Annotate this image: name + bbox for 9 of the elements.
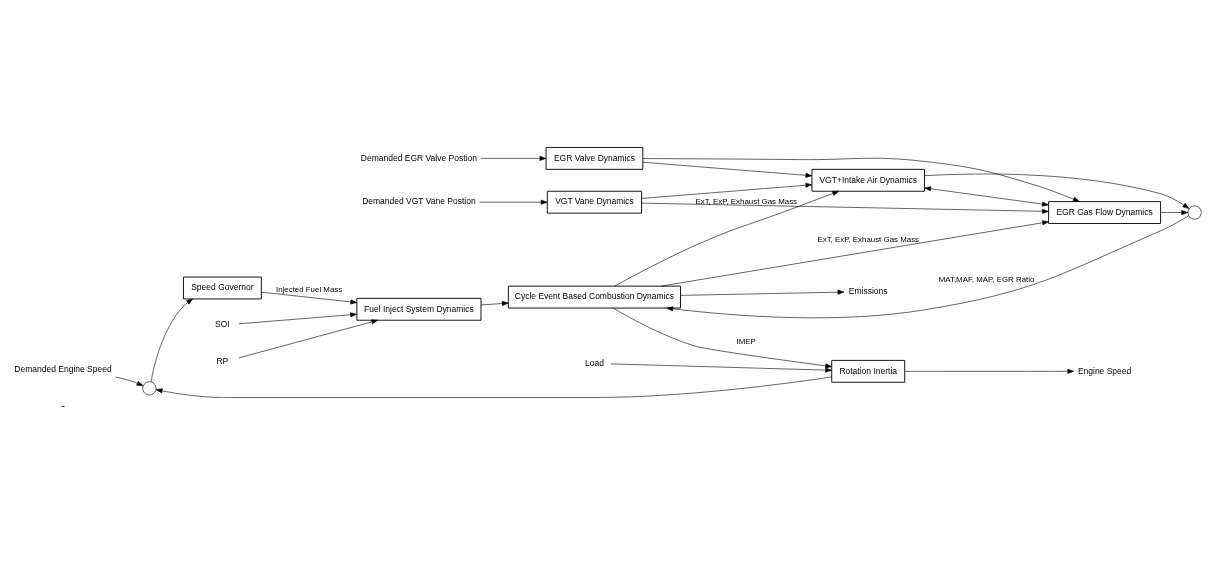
node-text: Demanded EGR Valve Postion bbox=[360, 152, 477, 163]
node-text: SOI bbox=[215, 319, 230, 330]
node-text: Engine Speed bbox=[1077, 365, 1132, 376]
node-text: Emissions bbox=[848, 285, 888, 296]
node-text: Load bbox=[584, 357, 604, 368]
node-text: Demanded Engine Speed bbox=[14, 363, 112, 374]
label: - bbox=[61, 399, 65, 412]
node-text: RP bbox=[216, 356, 229, 367]
node-text: Demanded VGT Vane Postion bbox=[362, 196, 476, 207]
